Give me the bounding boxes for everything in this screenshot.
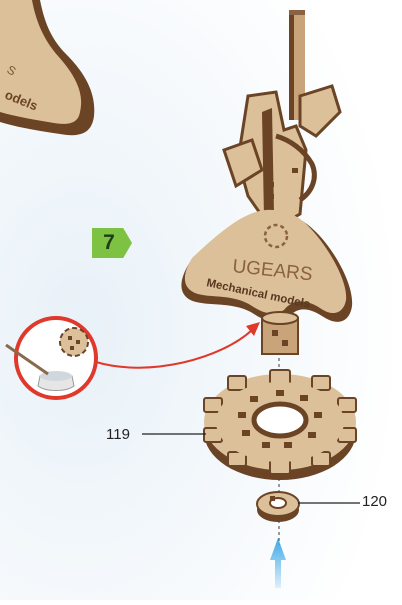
glue-gear-icon [60, 328, 88, 356]
callout-label-119: 119 [106, 426, 130, 443]
step-number: 7 [103, 231, 115, 255]
small-spacer [262, 312, 298, 354]
ring-part-120 [257, 492, 299, 522]
callout-label-120: 120 [362, 493, 387, 510]
